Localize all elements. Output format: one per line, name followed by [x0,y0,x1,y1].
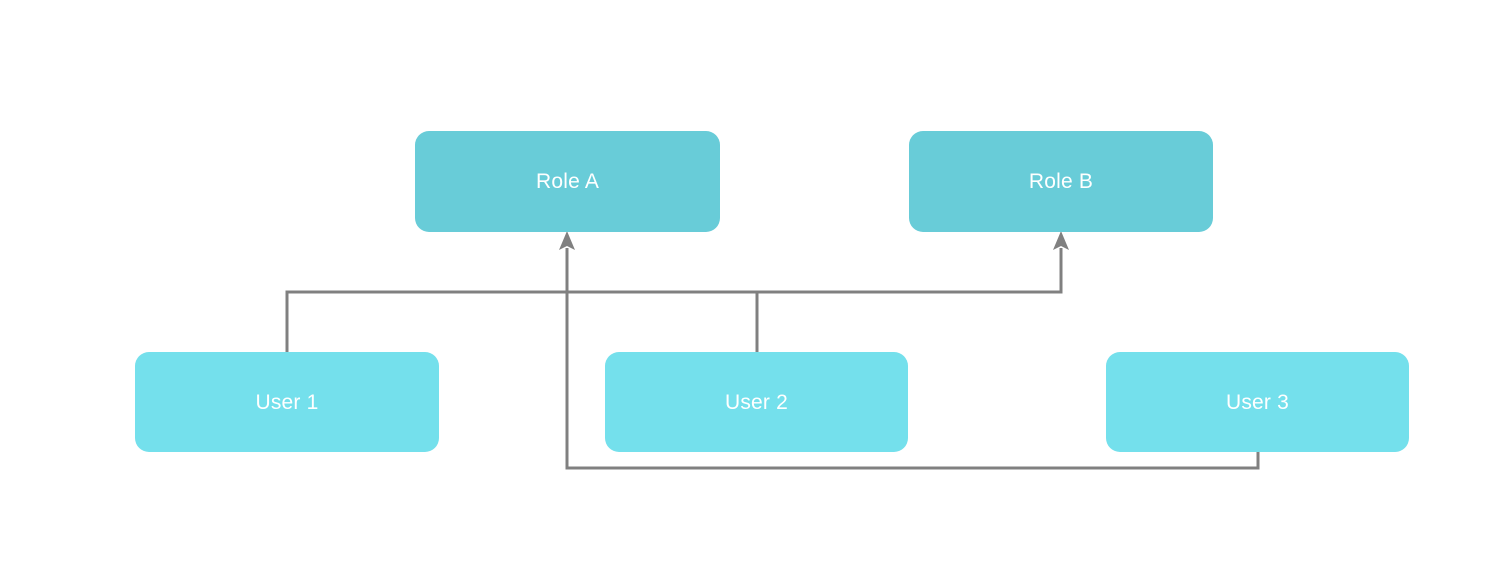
node-user-1[interactable]: User 1 [135,352,439,452]
node-label: Role B [1028,170,1094,193]
node-role-b[interactable]: Role B [909,131,1213,232]
edge-path [567,290,759,352]
edge-path [285,248,1063,352]
arrowhead-icon [559,231,575,250]
node-label: Role A [535,170,600,193]
node-role-a[interactable]: Role A [415,131,720,232]
node-user-3[interactable]: User 3 [1106,352,1409,452]
arrowhead-icon [1053,231,1069,250]
node-label: User 3 [1225,390,1290,414]
edge-user3-to-rolea [559,231,1260,470]
edge-user2-to-rolea [567,290,759,352]
node-label: User 2 [724,390,789,414]
edge-path [565,248,1260,470]
node-user-2[interactable]: User 2 [605,352,908,452]
node-label: User 1 [255,390,319,414]
